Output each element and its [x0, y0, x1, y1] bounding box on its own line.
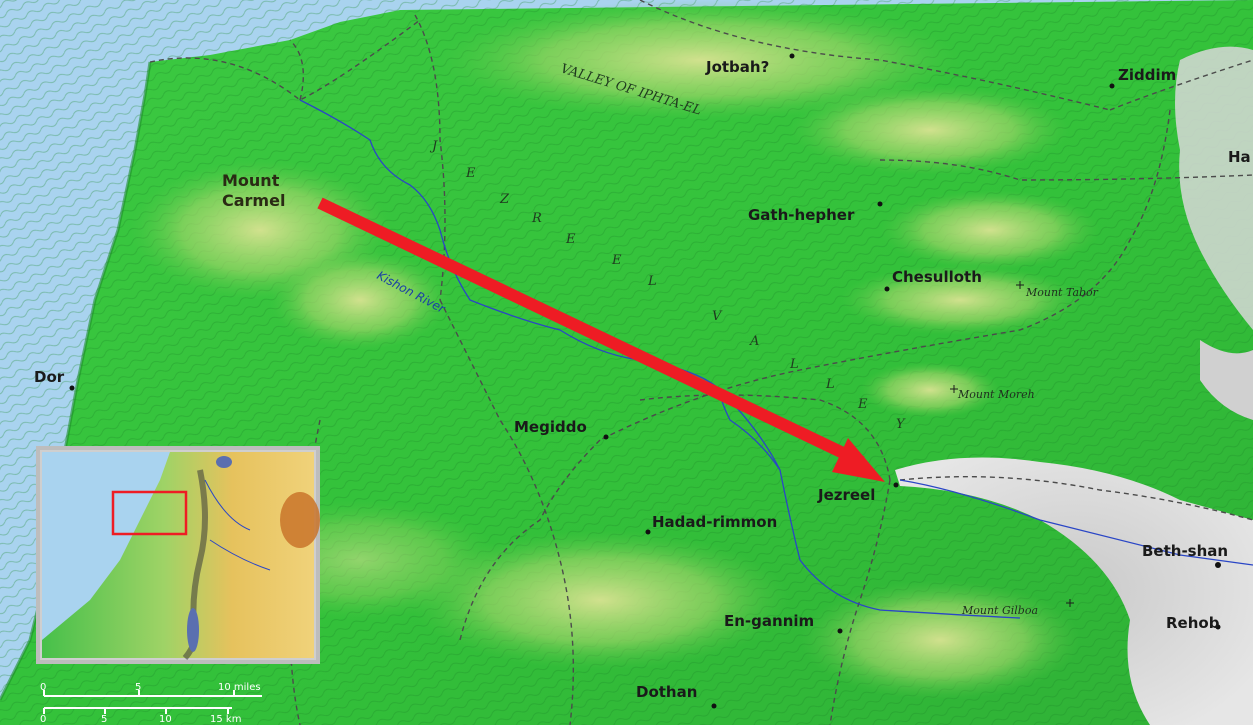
east-grey-2 — [1200, 340, 1253, 420]
scale-mi-5: 5 — [135, 682, 141, 693]
inset-map — [36, 446, 320, 664]
place-hadad-rimmon: Hadad-rimmon — [652, 513, 777, 531]
place-rehob: Rehob — [1166, 614, 1220, 632]
scale-mi-0: 0 — [40, 682, 46, 693]
place-gath-hepher: Gath-hepher — [748, 206, 855, 224]
peak-markers — [950, 281, 1074, 607]
place-jezreel: Jezreel — [817, 486, 875, 504]
scale-km-10: 10 — [159, 714, 172, 725]
boundaries — [149, 0, 1253, 725]
jv-letter-4: E — [565, 232, 576, 247]
jv-letter-10: L — [825, 377, 835, 392]
place-mount-carmel-2: Carmel — [222, 191, 285, 210]
town-markers — [69, 53, 1221, 709]
jv-letter-5: E — [611, 253, 622, 268]
place-chesulloth: Chesulloth — [892, 268, 982, 286]
highlands — [130, 0, 1100, 700]
route-arrow — [317, 197, 885, 482]
place-ziddim: Ziddim — [1118, 66, 1176, 84]
place-dothan: Dothan — [636, 683, 697, 701]
place-mount-carmel-1: Mount — [222, 171, 280, 190]
place-beth-shan: Beth-shan — [1142, 542, 1228, 560]
place-megiddo: Megiddo — [514, 418, 587, 436]
place-mount-tabor: Mount Tabor — [1025, 286, 1099, 299]
jv-letter-1: E — [465, 166, 476, 181]
place-jotbah: Jotbah? — [705, 58, 769, 76]
jezreel-valley-label: J E Z R E E L V A L L E Y — [429, 139, 906, 432]
jv-letter-8: A — [749, 334, 759, 349]
jv-letter-3: R — [531, 211, 542, 226]
scale-km-15: 15 km — [210, 714, 241, 725]
jordan-valley — [895, 457, 1253, 725]
jv-letter-6: L — [647, 274, 657, 289]
place-ha: Ha — [1228, 148, 1251, 166]
scale-km-0: 0 — [40, 714, 46, 725]
scale-mi-10: 10 miles — [218, 682, 261, 693]
jv-letter-7: V — [712, 309, 723, 324]
place-dor: Dor — [34, 368, 65, 386]
place-mount-gilboa: Mount Gilboa — [961, 604, 1038, 617]
inset-highlight-box — [111, 490, 188, 536]
jv-letter-12: Y — [896, 417, 906, 432]
place-en-gannim: En-gannim — [724, 612, 814, 630]
place-mount-moreh: Mount Moreh — [957, 388, 1035, 401]
jv-letter-9: L — [789, 357, 799, 372]
jv-letter-2: Z — [499, 192, 510, 207]
east-highland-grey — [1175, 46, 1253, 331]
jv-letter-11: E — [857, 397, 868, 412]
scale-km-5: 5 — [101, 714, 107, 725]
jv-letter-0: J — [429, 139, 438, 154]
scale-bar: 0 5 10 miles 0 5 10 15 km — [40, 682, 262, 725]
